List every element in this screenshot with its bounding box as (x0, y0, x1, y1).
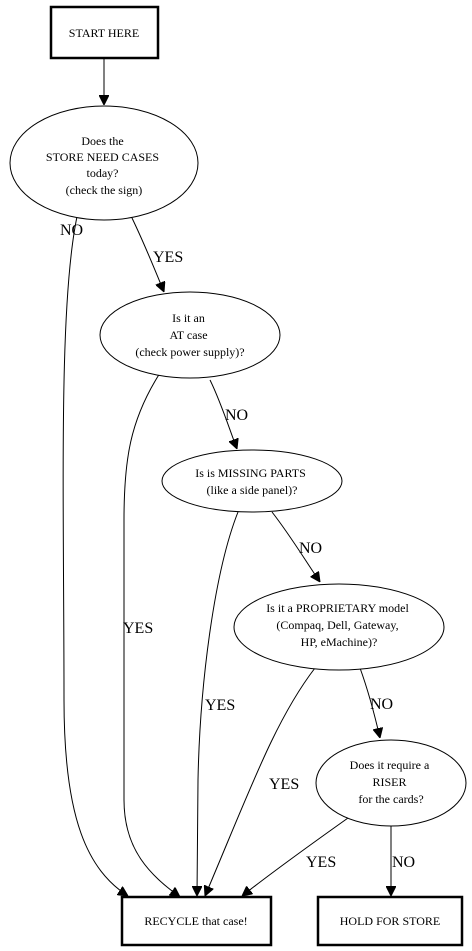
node-recycle-text: RECYCLE that case! (144, 914, 247, 928)
node-recycle: RECYCLE that case! (120, 895, 273, 947)
node-store-need-line: (check the sign) (66, 183, 143, 197)
node-missing-parts-shape (161, 449, 343, 513)
node-at-case-text: Is it an AT case (check power supply)? (135, 311, 244, 359)
label-at-yes: YES (123, 620, 153, 637)
node-start-box (49, 5, 160, 60)
label-at-no: NO (225, 407, 248, 424)
edge-missing-yes (197, 511, 239, 896)
node-store-need-line: Does the (81, 134, 123, 148)
node-at-case-shape (99, 291, 281, 379)
node-riser-line: Does it require a (350, 758, 430, 772)
node-missing-parts-line: Is is MISSING PARTS (195, 466, 306, 480)
node-riser-shape (315, 739, 467, 827)
node-recycle-box (120, 895, 273, 947)
label-store-yes: YES (153, 249, 183, 266)
edge-at-no (209, 379, 237, 449)
node-proprietary-line: Is it a PROPRIETARY model (266, 601, 409, 615)
edge-missing-no (271, 511, 320, 582)
node-proprietary: Is it a PROPRIETARY model (Compaq, Dell,… (233, 583, 445, 671)
node-missing-parts: Is is MISSING PARTS (like a side panel)? (161, 449, 343, 513)
node-proprietary-line: HP, eMachine)? (301, 635, 378, 649)
node-start-text: START HERE (69, 26, 139, 40)
node-store-need: Does the STORE NEED CASES today? (check … (9, 105, 199, 221)
label-riser-no: NO (392, 854, 415, 871)
node-riser-line: for the cards? (358, 792, 423, 806)
node-proprietary-line: (Compaq, Dell, Gateway, (276, 618, 398, 632)
node-hold-text: HOLD FOR STORE (340, 914, 440, 928)
node-store-need-text: Does the STORE NEED CASES today? (check … (46, 134, 162, 197)
label-missing-yes: YES (205, 697, 235, 714)
node-proprietary-text: Is it a PROPRIETARY model (Compaq, Dell,… (266, 601, 412, 649)
node-at-case: Is it an AT case (check power supply)? (99, 291, 281, 379)
node-missing-parts-line: (like a side panel)? (207, 483, 298, 497)
node-riser-text: Does it require a RISER for the cards? (350, 758, 433, 806)
node-riser-line: RISER (372, 775, 406, 789)
node-store-need-line: today? (87, 166, 119, 180)
edge-store-yes (131, 217, 164, 292)
node-start: START HERE (49, 5, 160, 60)
label-prop-yes: YES (269, 776, 299, 793)
node-start-line: START HERE (69, 26, 139, 40)
edge-store-no (62, 211, 128, 896)
label-store-no: NO (60, 222, 83, 239)
node-riser: Does it require a RISER for the cards? (315, 739, 467, 827)
node-hold-box (316, 895, 464, 947)
label-riser-yes: YES (306, 854, 336, 871)
node-proprietary-shape (233, 583, 445, 671)
node-hold-line: HOLD FOR STORE (340, 914, 440, 928)
node-store-need-line: STORE NEED CASES (46, 150, 159, 164)
edge-prop-yes (205, 667, 316, 896)
node-at-case-line: AT case (169, 328, 207, 342)
edge-prop-no (359, 667, 380, 738)
edge-riser-yes (242, 817, 349, 896)
node-store-need-shape (9, 105, 199, 221)
node-recycle-line: RECYCLE that case! (144, 914, 247, 928)
node-at-case-line: Is it an (172, 311, 205, 325)
label-missing-no: NO (299, 540, 322, 557)
node-at-case-line: (check power supply)? (135, 345, 244, 359)
node-missing-parts-text: Is is MISSING PARTS (like a side panel)? (195, 466, 309, 497)
node-hold: HOLD FOR STORE (316, 895, 464, 947)
edge-at-yes (123, 372, 180, 897)
label-prop-no: NO (370, 696, 393, 713)
